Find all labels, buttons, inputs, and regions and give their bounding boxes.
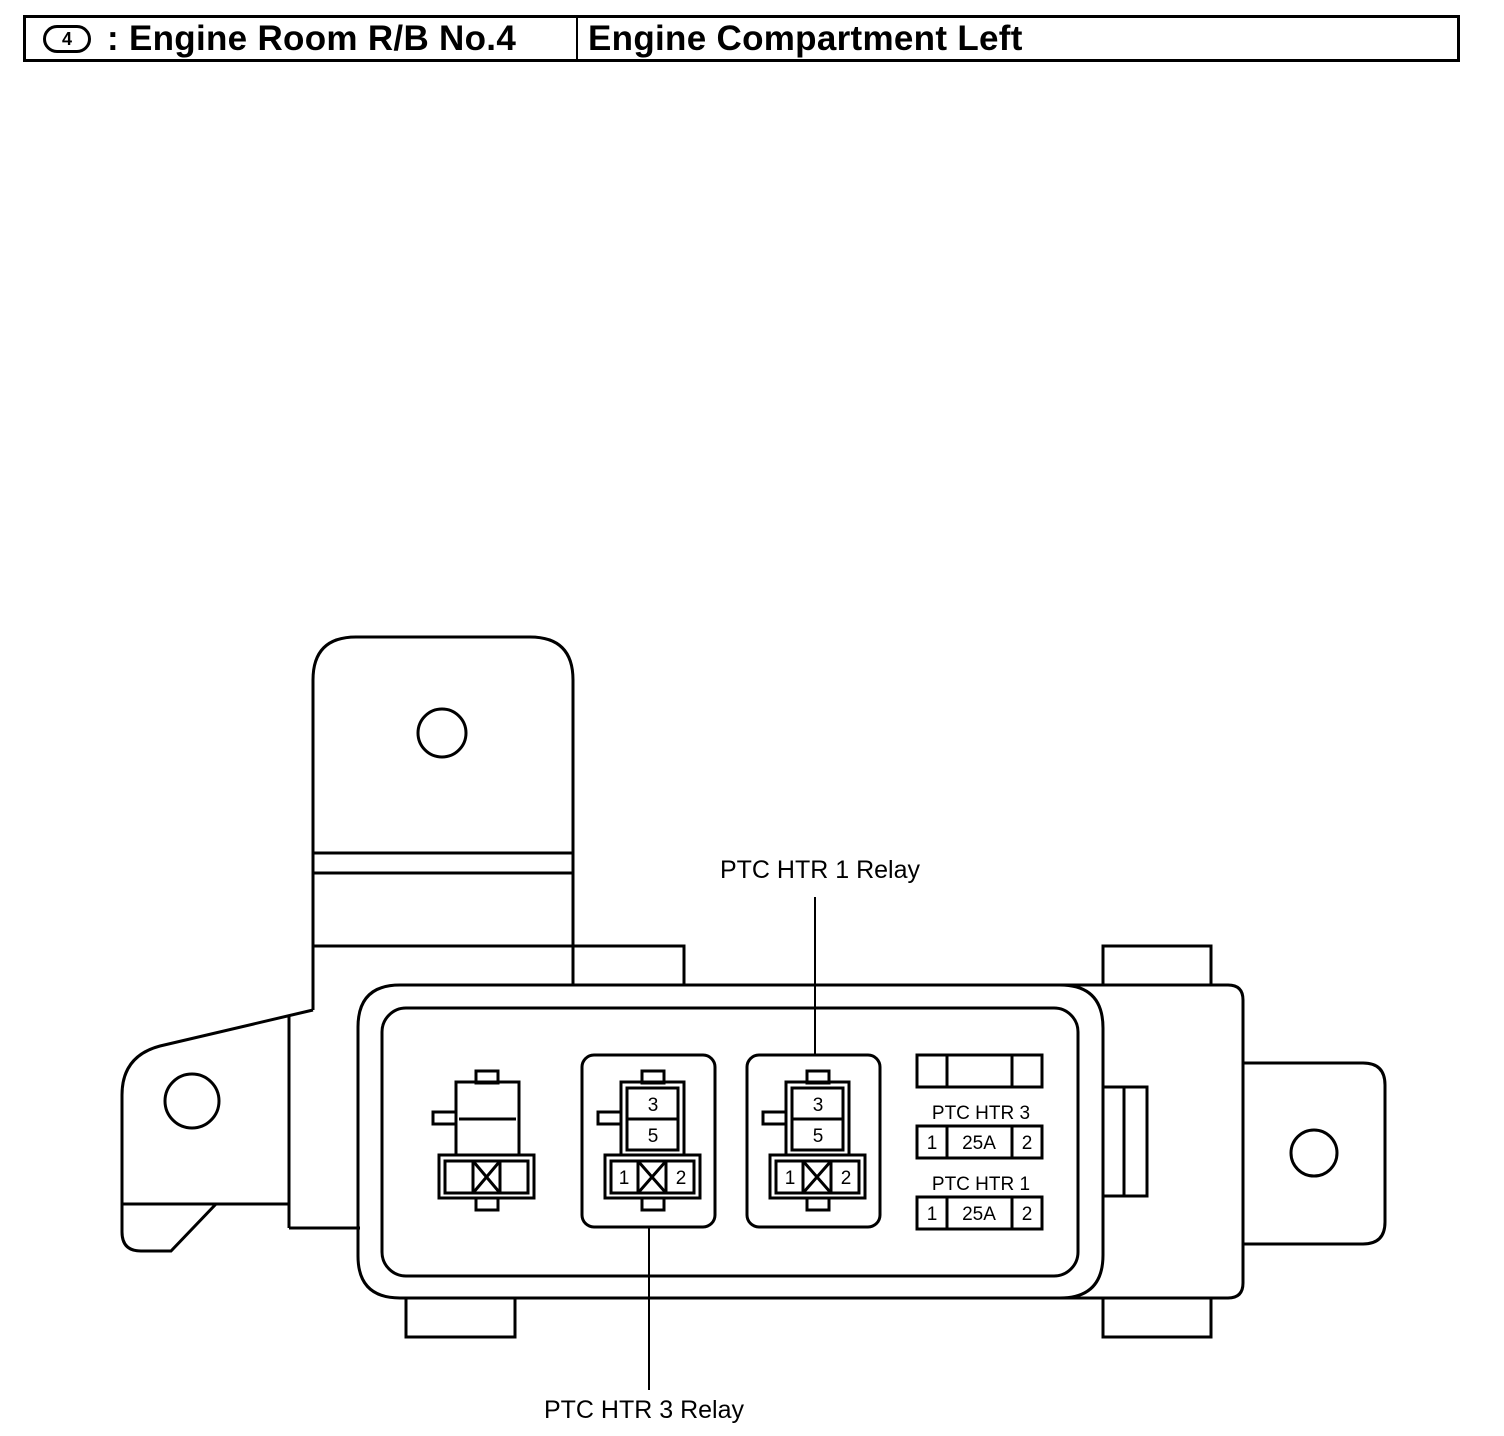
right-mount-hole	[1289, 1128, 1339, 1178]
header-right-cell: Engine Compartment Left	[578, 18, 1457, 59]
fuse-3-rating: 25A	[962, 1133, 996, 1154]
upper-bracket	[311, 635, 575, 1010]
fuse-1-rating: 25A	[962, 1204, 996, 1225]
relay3-terminal-3: 3	[648, 1095, 659, 1116]
left-mount-ear	[120, 1008, 314, 1253]
right-top-clip	[1101, 944, 1213, 985]
main-housing	[356, 983, 1245, 1300]
relay3-terminal-1: 1	[619, 1168, 630, 1189]
ptc-htr-1-fuse	[915, 1195, 1044, 1231]
bottom-right-foot	[1101, 1298, 1213, 1339]
fuse-3-terminal-2: 2	[1022, 1133, 1033, 1154]
housing-step	[1059, 983, 1105, 1300]
ptc-htr-1-relay-socket	[745, 1053, 882, 1229]
fuse-1-terminal-1: 1	[927, 1204, 938, 1225]
block-title: : Engine Room R/B No.4	[107, 18, 517, 58]
header-left-cell: 4 : Engine Room R/B No.4	[26, 18, 578, 59]
relay3-terminal-5: 5	[648, 1126, 659, 1147]
right-mount-ear	[1243, 1061, 1387, 1246]
upper-mount-hole	[416, 707, 468, 759]
header-bar: 4 : Engine Room R/B No.4 Engine Compartm…	[23, 15, 1460, 62]
fuse-label-ptc-htr-1: PTC HTR 1	[932, 1174, 1030, 1195]
fuse-3-terminal-1: 1	[927, 1133, 938, 1154]
ptc-htr-3-fuse	[915, 1124, 1044, 1160]
bottom-left-foot	[404, 1298, 517, 1339]
fuse-1-terminal-2: 2	[1022, 1204, 1033, 1225]
callout-ptc-htr-3-relay: PTC HTR 3 Relay	[544, 1396, 745, 1424]
bracket-step	[313, 944, 686, 985]
spare-fuse-slot	[915, 1053, 1044, 1089]
block-location: Engine Compartment Left	[588, 18, 1023, 58]
block-number-badge: 4	[43, 24, 91, 53]
inner-panel	[380, 1006, 1080, 1278]
relay3-terminal-2: 2	[676, 1168, 687, 1189]
fuse-label-ptc-htr-3: PTC HTR 3	[932, 1103, 1030, 1124]
relay1-terminal-1: 1	[785, 1168, 796, 1189]
relay1-terminal-2: 2	[841, 1168, 852, 1189]
relay1-terminal-5: 5	[813, 1126, 824, 1147]
callout-ptc-htr-1-relay: PTC HTR 1 Relay	[720, 856, 921, 884]
relay1-terminal-3: 3	[813, 1095, 824, 1116]
left-mount-hole	[163, 1072, 221, 1130]
empty-relay-socket	[431, 1069, 536, 1212]
block-number: 4	[61, 28, 72, 49]
